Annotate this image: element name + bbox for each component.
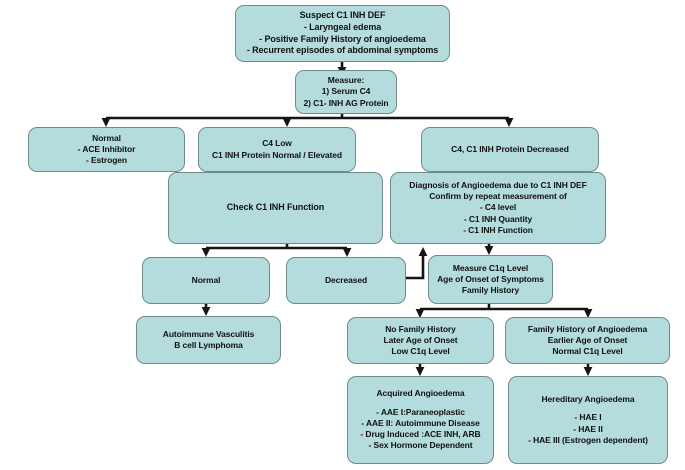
node-line: - Laryngeal edema (303, 21, 382, 32)
node-no-family-history[interactable]: No Family History Later Age of Onset Low… (347, 317, 494, 364)
arrowhead-diagnosis-to-c1q (484, 246, 494, 255)
node-line: C4 Low (262, 138, 292, 149)
node-line: - AAE II: Autoimmune Disease (361, 417, 480, 428)
node-line: - HAE II (573, 423, 603, 434)
node-family-history-angioedema[interactable]: Family History of Angioedema Earlier Age… (505, 317, 670, 364)
node-line: Family History of Angioedema (527, 323, 648, 334)
node-line: - C4 level (479, 202, 517, 213)
node-line: Later Age of Onset (383, 334, 458, 345)
node-line: Age of Onset of Symptoms (437, 273, 544, 284)
node-diagnosis-angioedema[interactable]: Diagnosis of Angioedema due to C1 INH DE… (390, 172, 606, 244)
arrowhead-to-normal-branch (101, 118, 111, 127)
node-line: 2) C1- INH AG Protein (303, 97, 389, 108)
node-line: - Sex Hormone Dependent (368, 440, 473, 451)
node-line: - ACE Inhibitor (77, 143, 136, 154)
node-line: Measure: (327, 75, 365, 86)
node-title: Acquired Angioedema (376, 388, 465, 399)
arrowhead-funcdecreased-to-diagnosis (418, 247, 428, 256)
arrowhead-to-c4-low (282, 118, 292, 127)
node-line: Suspect C1 INH DEF (299, 9, 386, 20)
node-c4-low[interactable]: C4 Low C1 INH Protein Normal / Elevated (198, 127, 356, 172)
node-line: Normal C1q Level (552, 346, 623, 357)
node-line: Diagnosis of Angioedema due to C1 INH DE… (409, 179, 587, 190)
node-line: C1 INH Protein Normal / Elevated (211, 149, 342, 160)
node-line: Measure C1q Level (452, 262, 529, 273)
node-line: - Recurrent episodes of abdominal sympto… (246, 45, 439, 56)
node-line: C4, C1 INH Protein Decreased (451, 143, 569, 154)
node-line: Autoimmune Vasculitis (162, 328, 255, 339)
node-line: Normal (191, 274, 221, 285)
node-line: Decreased (324, 274, 368, 285)
node-line: Family History (461, 285, 520, 296)
node-line: - C1 INH Quantity (463, 213, 533, 224)
node-function-normal[interactable]: Normal (142, 257, 270, 304)
node-line: B cell Lymphoma (174, 340, 243, 350)
node-line: Check C1 INH Function (226, 202, 325, 213)
edge-funcdecreased-to-diagnosis (406, 255, 425, 280)
node-hereditary-angioedema[interactable]: Hereditary Angioedema - HAE I - HAE II -… (508, 376, 668, 464)
arrowhead-funcnormal-to-autoimmune (201, 307, 211, 316)
node-line: - HAE I (574, 412, 602, 423)
node-measure-labs[interactable]: Measure: 1) Serum C4 2) C1- INH AG Prote… (295, 70, 397, 114)
node-line: 1) Serum C4 (321, 86, 371, 97)
node-line: Low C1q Level (391, 346, 450, 357)
node-suspect-c1-inh-def[interactable]: Suspect C1 INH DEF - Laryngeal edema - P… (235, 5, 450, 62)
node-c4-c1-inh-protein-decreased[interactable]: C4, C1 INH Protein Decreased (421, 127, 599, 172)
node-line: Confirm by repeat measurement of (429, 191, 567, 202)
node-line: - HAE III (Estrogen dependent) (528, 434, 648, 445)
node-line: - C1 INH Function (463, 224, 533, 235)
arrowhead-nofh-to-acquired (415, 367, 425, 376)
arrowhead-to-function-normal (201, 248, 211, 257)
node-function-decreased[interactable]: Decreased (286, 257, 406, 304)
node-acquired-angioedema[interactable]: Acquired Angioedema - AAE I:Paraneoplast… (347, 376, 494, 464)
node-line: No Family History (385, 323, 456, 334)
node-measure-c1q-level[interactable]: Measure C1q Level Age of Onset of Sympto… (428, 255, 553, 304)
node-line: - Estrogen (85, 155, 128, 166)
node-line: - AAE I:Paraneoplastic (376, 406, 465, 417)
node-line: - Drug Induced :ACE INH, ARB (360, 429, 481, 440)
arrowhead-fh-to-hereditary (583, 367, 593, 376)
arrowhead-to-function-decreased (342, 248, 352, 257)
node-line: Normal (92, 132, 121, 143)
node-normal-ace-estrogen[interactable]: Normal - ACE Inhibitor - Estrogen (28, 127, 185, 172)
node-check-c1-inh-function[interactable]: Check C1 INH Function (168, 172, 383, 244)
arrowhead-to-c4-c1-decreased (504, 118, 514, 127)
node-line: - Positive Family History of angioedema (259, 33, 426, 44)
node-line: Earlier Age of Onset (547, 334, 628, 345)
node-title: Hereditary Angioedema (541, 394, 635, 405)
node-autoimmune-vasculitis[interactable]: Autoimmune Vasculitis B cell Lymphoma (136, 316, 281, 364)
